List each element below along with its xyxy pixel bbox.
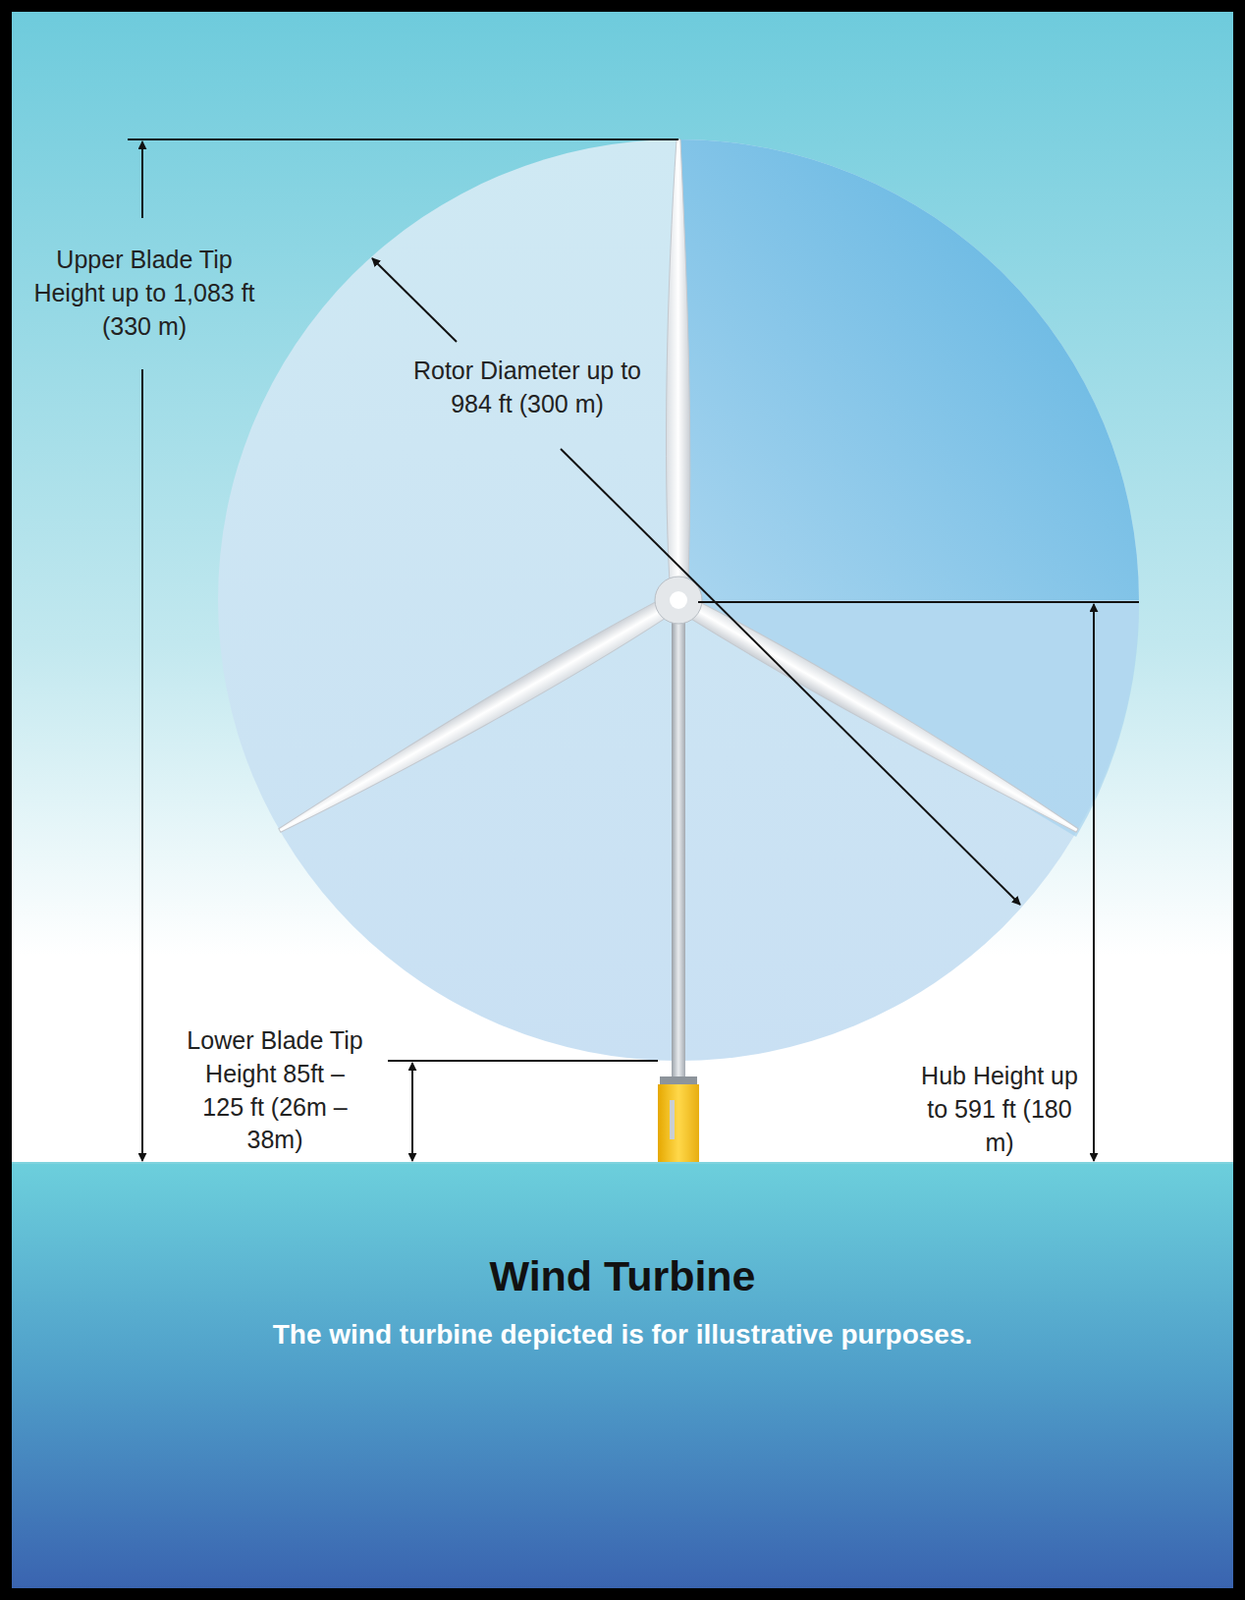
dimension-label: Upper Blade Tip Height up to 1,083 ft (3… [31,243,258,343]
dimension-label: Rotor Diameter up to 984 ft (300 m) [399,354,655,422]
dimension-label: Hub Height up to 591 ft (180 m) [916,1059,1083,1159]
diagram-caption: The wind turbine depicted is for illustr… [82,1315,1163,1354]
dimension-label: Lower Blade Tip Height 85ft – 125 ft (26… [181,1024,369,1157]
diagram-title: Wind Turbine [278,1246,967,1304]
